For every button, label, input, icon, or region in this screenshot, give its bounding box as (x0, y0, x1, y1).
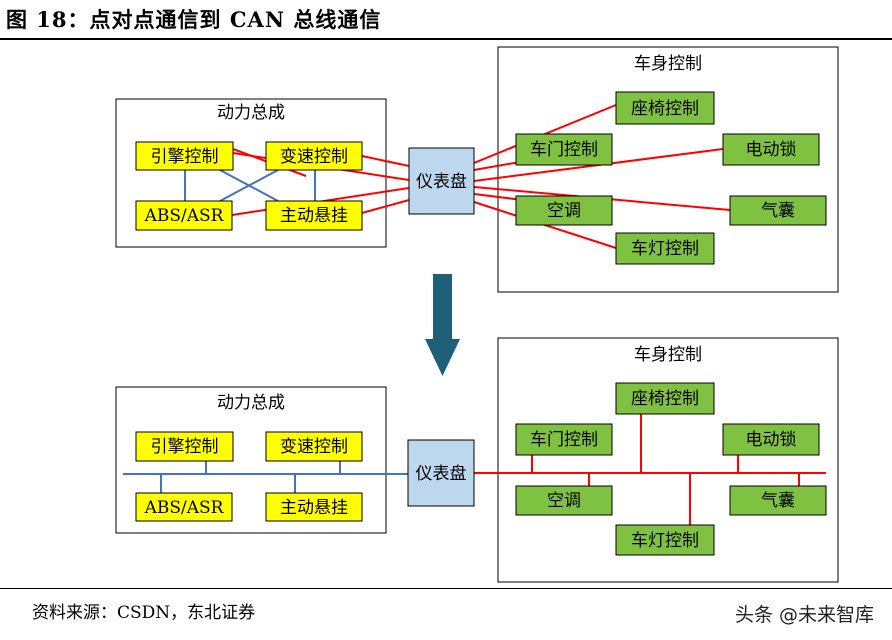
power-links-top (184, 169, 316, 202)
power-panel-top (115, 98, 387, 248)
node-lock-bottom-label: 电动锁 (746, 430, 797, 450)
node-transmission-bottom-label: 变速控制 (280, 437, 348, 457)
node-light-top-label: 车灯控制 (631, 239, 699, 259)
node-transmission-bottom: 变速控制 (265, 431, 363, 462)
node-airbag-top-label: 气囊 (761, 201, 795, 221)
node-gateway-bottom: 仪表盘 (407, 439, 475, 507)
powertrain-can-bus (123, 461, 409, 493)
node-seat-bottom: 座椅控制 (615, 382, 715, 415)
node-abs-top-label: ABS/ASR (144, 206, 225, 226)
body-panel-bottom (497, 337, 839, 583)
node-door-bottom: 车门控制 (515, 423, 613, 456)
node-door-top: 车门控制 (515, 133, 613, 166)
watermark: 头条 @未来智库 (734, 604, 874, 626)
node-seat-top: 座椅控制 (615, 91, 715, 125)
node-transmission-top: 变速控制 (265, 141, 363, 171)
node-light-bottom: 车灯控制 (615, 524, 715, 556)
node-engine-top-label: 引擎控制 (151, 147, 219, 167)
node-gateway-top-label: 仪表盘 (416, 172, 467, 192)
node-engine-bottom-label: 引擎控制 (151, 437, 219, 457)
node-lock-top-label: 电动锁 (746, 140, 797, 160)
node-ac-bottom: 空调 (515, 485, 613, 516)
node-airbag-bottom-label: 气囊 (761, 491, 795, 511)
node-ac-top: 空调 (515, 195, 613, 226)
node-light-top: 车灯控制 (615, 232, 715, 265)
node-light-bottom-label: 车灯控制 (631, 531, 699, 551)
source-rule (0, 588, 892, 589)
power-panel-top-label: 动力总成 (217, 103, 285, 123)
node-abs-bottom: ABS/ASR (135, 492, 233, 522)
node-suspension-bottom: 主动悬挂 (265, 492, 363, 522)
body-panel-bottom-label: 车身控制 (634, 345, 702, 365)
node-suspension-top: 主动悬挂 (265, 200, 363, 231)
body-panel-top (497, 46, 839, 293)
node-door-bottom-label: 车门控制 (530, 430, 598, 450)
figure-title: 图 18：点对点通信到 CAN 总线通信 (6, 7, 382, 32)
node-ac-top-label: 空调 (547, 201, 581, 221)
node-lock-top: 电动锁 (722, 133, 820, 166)
down-arrow-icon (425, 274, 460, 376)
power-panel-bottom (115, 386, 387, 534)
node-abs-bottom-label: ABS/ASR (144, 498, 225, 518)
title-rule (0, 38, 892, 40)
node-door-top-label: 车门控制 (530, 140, 598, 160)
node-airbag-top: 气囊 (729, 195, 827, 226)
node-suspension-top-label: 主动悬挂 (280, 206, 348, 226)
body-panel-top-label: 车身控制 (634, 54, 702, 74)
body-can-bus (474, 414, 826, 525)
node-engine-top: 引擎控制 (135, 141, 234, 171)
node-lock-bottom: 电动锁 (722, 423, 820, 456)
power-panel-bottom-label: 动力总成 (217, 393, 285, 413)
node-seat-bottom-label: 座椅控制 (631, 389, 699, 409)
node-abs-top: ABS/ASR (135, 200, 233, 231)
node-suspension-bottom-label: 主动悬挂 (280, 498, 348, 518)
node-engine-bottom: 引擎控制 (135, 431, 234, 462)
node-airbag-bottom: 气囊 (729, 485, 827, 516)
node-ac-bottom-label: 空调 (547, 491, 581, 511)
node-gateway-bottom-label: 仪表盘 (416, 464, 467, 484)
node-seat-top-label: 座椅控制 (631, 99, 699, 119)
node-gateway-top: 仪表盘 (408, 147, 475, 215)
source-note: 资料来源：CSDN，东北证券 (32, 603, 256, 623)
node-transmission-top-label: 变速控制 (280, 147, 348, 167)
